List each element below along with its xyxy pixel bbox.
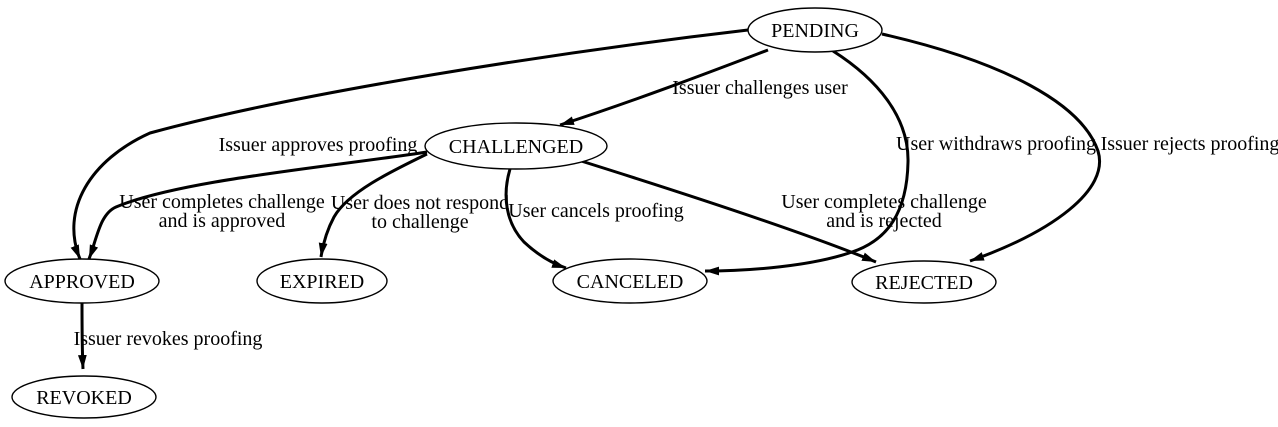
edge-label-completes-rejected-line1: User completes challenge xyxy=(781,191,987,213)
edges xyxy=(70,28,1101,370)
node-rejected-shape xyxy=(851,260,997,304)
node-pending-shape xyxy=(747,7,883,53)
node-expired: EXPIRED xyxy=(256,258,388,304)
node-rejected-label: REJECTED xyxy=(875,272,973,294)
node-canceled-label: CANCELED xyxy=(577,271,684,293)
edge-label-issuer-revokes-proofing: Issuer revokes proofing xyxy=(74,328,263,350)
edge-challenged-expired xyxy=(318,152,428,258)
nodes: PENDING CHALLENGED APPROVED EXPIRED CANC… xyxy=(4,7,997,419)
node-pending-label: PENDING xyxy=(771,20,859,42)
node-canceled: CANCELED xyxy=(552,258,708,304)
node-expired-shape xyxy=(256,258,388,304)
edge-label-issuer-approves-proofing: Issuer approves proofing xyxy=(219,134,418,156)
edge-pending-canceled xyxy=(704,49,910,276)
node-canceled-shape xyxy=(552,258,708,304)
node-expired-label: EXPIRED xyxy=(280,271,364,293)
node-rejected: REJECTED xyxy=(851,260,997,304)
node-revoked: REVOKED xyxy=(11,375,157,419)
edge-challenged-approved xyxy=(87,150,428,260)
edge-label-user-withdraws-proofing: User withdraws proofing xyxy=(896,133,1096,155)
edge-label-user-cancels-proofing: User cancels proofing xyxy=(508,200,684,222)
edge-pending-rejected xyxy=(881,32,1101,263)
edge-pending-approved xyxy=(70,28,749,260)
edge-label-issuer-challenges-user: Issuer challenges user xyxy=(672,77,848,99)
node-pending: PENDING xyxy=(747,7,883,53)
edge-challenged-canceled xyxy=(504,168,567,270)
node-challenged-label: CHALLENGED xyxy=(449,136,583,158)
node-challenged: CHALLENGED xyxy=(424,122,608,170)
edge-label-no-respond-line1: User does not respond xyxy=(331,192,509,214)
edge-labels: Issuer challenges user Issuer approves p… xyxy=(74,77,1278,350)
edge-label-no-respond-line2: to challenge xyxy=(371,211,468,233)
node-challenged-shape xyxy=(424,122,608,170)
edge-pending-challenged xyxy=(559,48,769,127)
edge-challenged-rejected xyxy=(577,158,877,264)
edge-approved-revoked xyxy=(77,302,87,370)
edge-label-completes-rejected-line2: and is rejected xyxy=(826,210,942,232)
edge-label-completes-approved-line2: and is approved xyxy=(159,210,286,232)
edge-label-completes-approved-line1: User completes challenge xyxy=(119,191,325,213)
node-revoked-label: REVOKED xyxy=(36,387,132,409)
node-revoked-shape xyxy=(11,375,157,419)
node-approved-shape xyxy=(4,258,160,304)
edge-label-issuer-rejects-proofing: Issuer rejects proofing xyxy=(1101,133,1278,155)
node-approved-label: APPROVED xyxy=(29,271,135,293)
node-approved: APPROVED xyxy=(4,258,160,304)
